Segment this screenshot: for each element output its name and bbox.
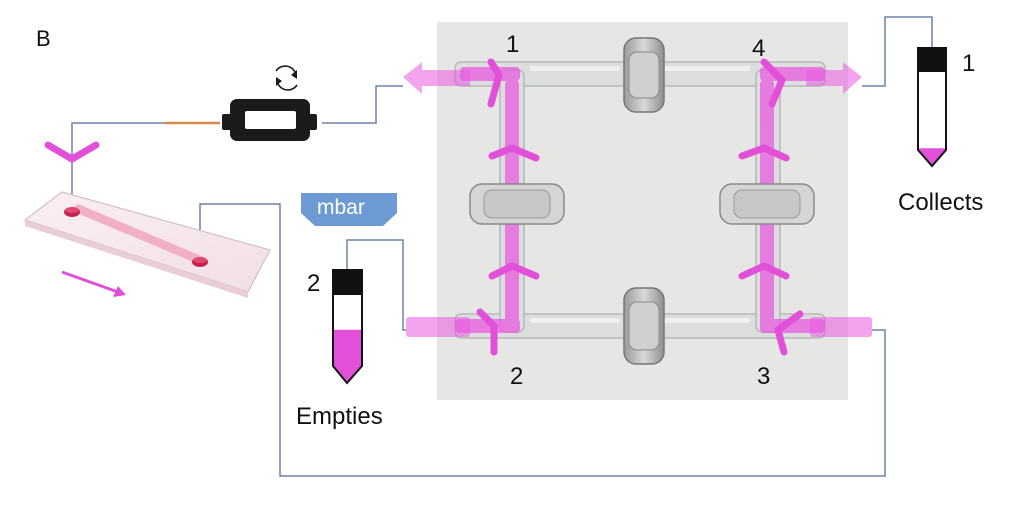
rotation-icon xyxy=(275,65,298,91)
valve-right xyxy=(719,183,815,225)
port-label-1: 1 xyxy=(506,31,520,58)
valve-top xyxy=(623,37,665,113)
mbar-indicator xyxy=(301,193,397,226)
tube-1-caption: Collects xyxy=(898,189,984,216)
slide-channel xyxy=(70,204,206,264)
valve-bottom xyxy=(623,287,665,365)
tube-1-cap xyxy=(918,48,946,72)
port-label-4: 4 xyxy=(752,35,766,62)
slide-edge xyxy=(25,220,248,298)
tube-1-number: 1 xyxy=(962,50,976,77)
tube-2 xyxy=(332,269,363,385)
flow-arrows xyxy=(403,62,872,337)
tubing-slide-to-manifold xyxy=(199,203,886,477)
manifold-photo xyxy=(437,22,848,400)
tube-2-caption: Empties xyxy=(296,403,383,430)
tubing-slide-to-pump xyxy=(71,122,165,203)
mbar-label: mbar xyxy=(317,196,365,219)
port-label-3: 3 xyxy=(757,363,771,390)
microscope-slide xyxy=(23,191,271,298)
pump-clip-left xyxy=(222,114,232,130)
valve-left xyxy=(469,183,565,225)
tube-2-liquid xyxy=(334,329,361,382)
tubing-manifold-to-tube1 xyxy=(862,16,933,87)
pump-window xyxy=(245,111,296,129)
tubing-tube2-to-manifold xyxy=(346,239,406,331)
inlet-port-bottom-right xyxy=(810,317,872,337)
outlet-arrow-left xyxy=(403,62,470,94)
port-label-2: 2 xyxy=(510,363,524,390)
tube-2-cap xyxy=(333,270,362,295)
slide-flow-arrow xyxy=(61,270,126,297)
connector-highlights xyxy=(530,66,750,323)
outlet-arrow-right xyxy=(806,62,862,94)
tube-1-liquid xyxy=(919,148,945,165)
slide-pinch-clamp xyxy=(44,141,100,163)
tubing xyxy=(71,16,933,477)
panel-label: B xyxy=(36,26,51,51)
inlet-port-bottom-left xyxy=(406,317,470,337)
tubing-pump-to-manifold xyxy=(322,85,403,124)
pump xyxy=(165,99,317,141)
tube-2-outline xyxy=(332,269,363,385)
tube-1-outline xyxy=(917,47,947,168)
tube-2-number: 2 xyxy=(307,270,321,297)
pinch-clamps xyxy=(476,58,804,356)
tube-1 xyxy=(917,47,947,168)
